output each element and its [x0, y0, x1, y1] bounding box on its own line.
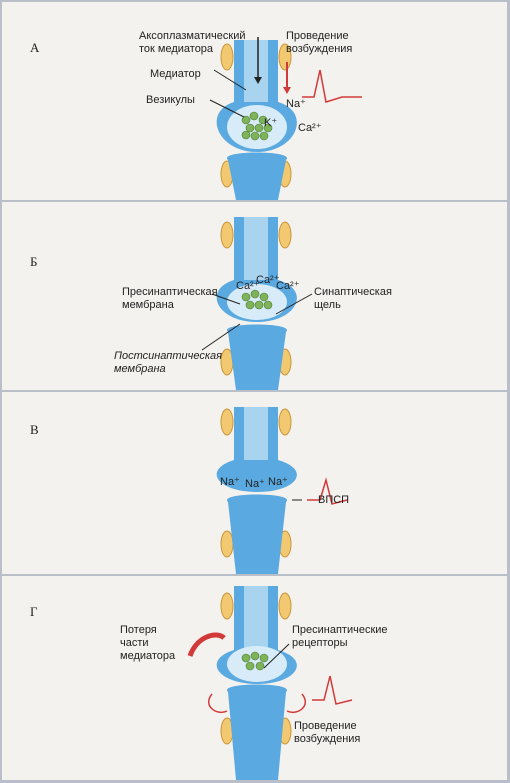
synapse-diagram-c: [216, 407, 348, 574]
label-presyn-2: мембрана: [122, 299, 174, 311]
label-ca-3: Ca²⁺: [276, 280, 300, 292]
label-vesicles: Везикулы: [146, 94, 195, 106]
label-loss-2: части: [120, 637, 149, 649]
label-na-1: Na⁺: [220, 476, 240, 488]
panel-letter: В: [30, 422, 39, 437]
label-synaptic-2: щель: [314, 299, 341, 311]
panel-a: А: [2, 2, 507, 200]
label-receptors: Пресинаптические: [292, 624, 388, 636]
label-loss-3: медиатора: [120, 650, 176, 662]
label-loss: Потеря: [120, 624, 157, 636]
panel-letter: А: [30, 40, 40, 55]
label-axoplasmic-2: ток медиатора: [139, 43, 214, 55]
panel-letter: Б: [30, 254, 38, 269]
label-ca-1: Ca²⁺: [236, 280, 260, 292]
label-presyn: Пресинаптическая: [122, 286, 218, 298]
label-na: Na⁺: [286, 98, 306, 110]
label-epsp: ВПСП: [318, 494, 350, 506]
label-ca-2: Ca²⁺: [256, 274, 280, 286]
synapse-diagram-b: [201, 217, 313, 390]
panel-b: Б Ca²⁺ Ca²⁺ Ca²⁺ Пресинаптическая мембра…: [2, 202, 507, 390]
label-axoplasmic: Аксоплазматический: [139, 30, 246, 42]
label-synaptic: Синаптическая: [314, 286, 392, 298]
label-ca: Ca²⁺: [298, 122, 322, 134]
label-k: K⁺: [264, 117, 278, 129]
label-mediator: Медиатор: [150, 68, 201, 80]
label-postsyn-2: мембрана: [114, 363, 166, 375]
label-excitation-2: возбуждения: [286, 43, 353, 55]
label-excitation: Проведение: [294, 720, 357, 732]
label-postsyn: Постсинаптическая: [114, 350, 223, 362]
label-na-2: Na⁺: [245, 478, 265, 490]
panel-c: В Na⁺ Na⁺ Na⁺ ВПСП: [2, 392, 507, 574]
label-excitation-2: возбуждения: [294, 733, 361, 745]
label-excitation: Проведение: [286, 30, 349, 42]
panel-letter: Г: [30, 604, 38, 619]
synapse-diagram-a: [209, 37, 362, 200]
label-receptors-2: рецепторы: [292, 637, 348, 649]
panel-d: Г Потеря части медиатора Пресинаптически…: [2, 576, 507, 780]
synapse-diagram-d: [187, 586, 353, 780]
label-na-3: Na⁺: [268, 476, 288, 488]
